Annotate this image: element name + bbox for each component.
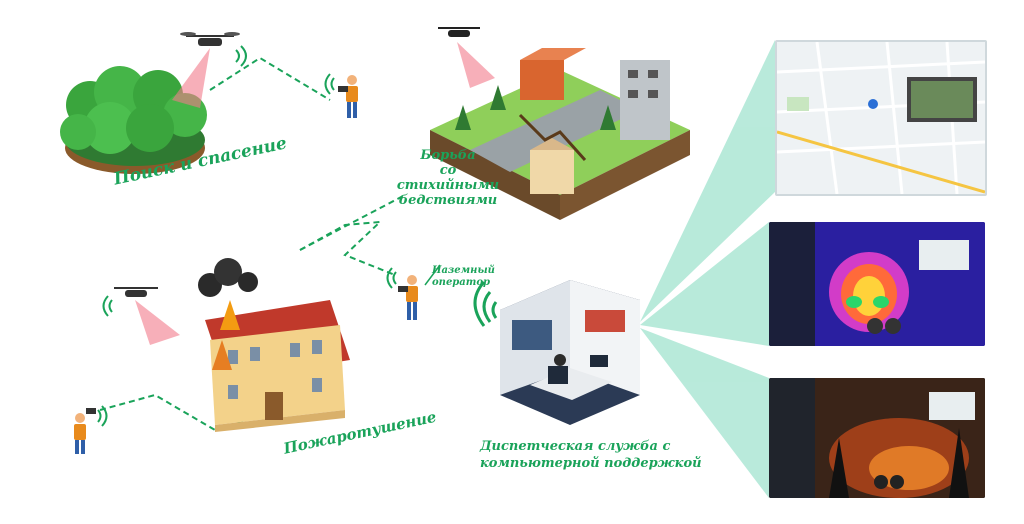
operator-icon: [74, 408, 96, 454]
thermal-camera-screen: [769, 222, 985, 346]
dispatch-service-label: Диспетческая служба с компьютерной подде…: [480, 438, 702, 472]
disaster-label-line: стихийными: [396, 178, 500, 193]
burning-house-icon: [198, 258, 350, 432]
dispatch-label-line: компьютерной поддержкой: [480, 456, 702, 471]
disaster-label-line: Борьба: [420, 148, 476, 163]
dispatch-label-line: Диспетческая служба с: [480, 439, 671, 454]
map-screen: [775, 40, 987, 196]
disaster-response-label: Борьба со стихийными бедствиями: [378, 148, 518, 208]
ground-operator-label-line: оператор: [432, 277, 491, 288]
ground-operator-label: Наземный оператор: [432, 265, 495, 289]
forest-fire-camera-screen: [769, 378, 985, 498]
wifi-icon: [97, 405, 108, 427]
drone-icon: [172, 32, 240, 108]
operator-icon: [398, 275, 418, 320]
operator-icon: [338, 75, 358, 118]
drone-icon: [114, 287, 180, 345]
wifi-icon: [473, 280, 498, 327]
wifi-icon: [386, 267, 397, 289]
control-room-icon: [500, 280, 640, 425]
screen-connector-fan: [640, 40, 775, 498]
disaster-city-building-icon: [430, 48, 690, 220]
disaster-label-line: со: [439, 163, 457, 178]
wifi-icon: [102, 295, 113, 317]
wifi-icon: [235, 45, 247, 67]
disaster-label-line: бедствиями: [398, 193, 498, 208]
ground-operator-label-line: Наземный: [432, 265, 495, 276]
callout-line: [424, 264, 441, 286]
wifi-icon: [324, 73, 335, 95]
forest-tree-icon: [60, 66, 207, 174]
drone-icon: [438, 27, 495, 88]
